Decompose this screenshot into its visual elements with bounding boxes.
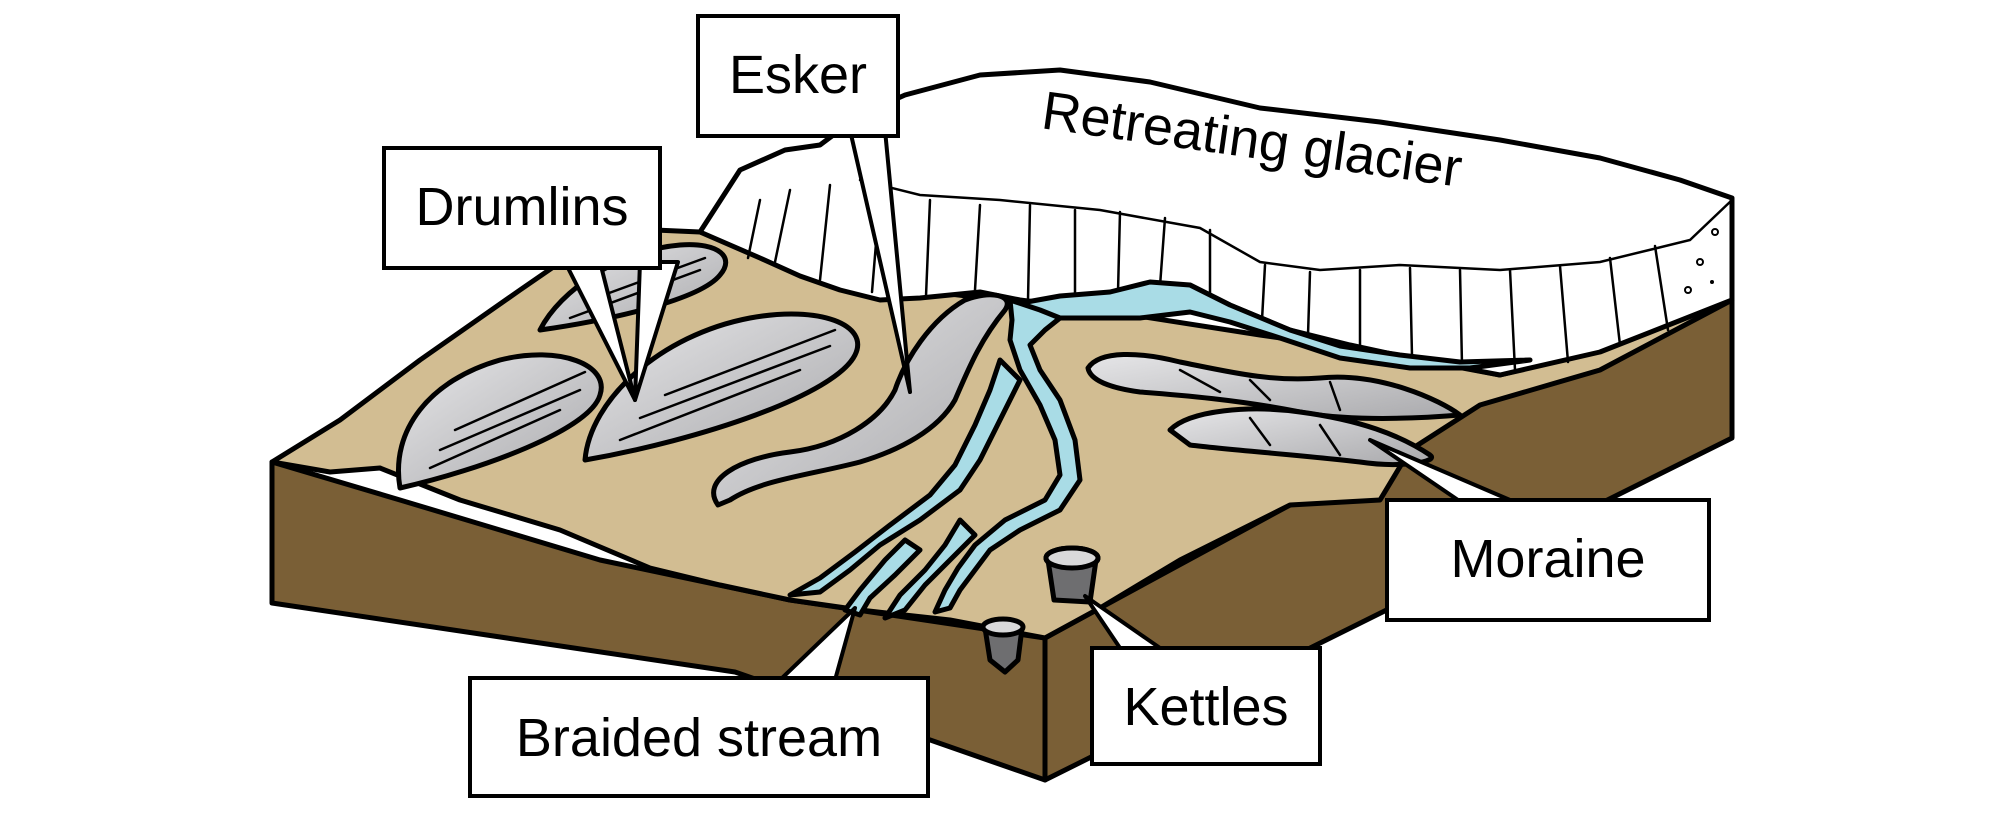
label-esker: Esker bbox=[696, 14, 900, 138]
label-braided-stream: Braided stream bbox=[468, 676, 930, 798]
label-kettles: Kettles bbox=[1090, 646, 1322, 766]
label-moraine: Moraine bbox=[1385, 498, 1711, 622]
kettles bbox=[980, 545, 1101, 675]
moraine-label: Moraine bbox=[1450, 529, 1645, 589]
esker bbox=[711, 292, 1010, 508]
braided-stream bbox=[787, 297, 1083, 621]
meltwater-lake bbox=[1007, 279, 1533, 371]
drumlins bbox=[396, 242, 860, 491]
braided-stream-label: Braided stream bbox=[516, 708, 882, 768]
label-drumlins: Drumlins bbox=[382, 146, 662, 270]
kettles-label: Kettles bbox=[1123, 677, 1288, 737]
moraine bbox=[1085, 351, 1463, 467]
esker-label: Esker bbox=[729, 45, 867, 105]
drumlins-label: Drumlins bbox=[415, 177, 628, 237]
